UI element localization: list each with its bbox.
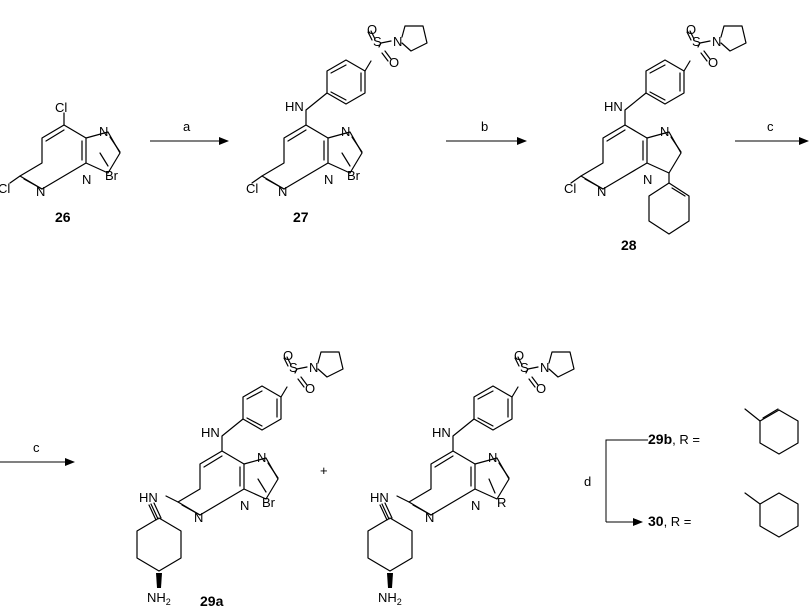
bond-cl-26	[9, 175, 21, 184]
atom-n1-27: N	[278, 184, 287, 199]
cyclohexyl-29b	[367, 502, 413, 589]
bracket-d	[605, 439, 648, 522]
atom-s-28: S	[692, 34, 701, 49]
atom-cl-6: Cl	[0, 181, 10, 196]
atom-o1-29a: O	[283, 348, 293, 363]
bond-nh-28	[624, 92, 647, 126]
atom-nb-29a: N	[240, 498, 249, 513]
label-27: 27	[293, 209, 309, 225]
atom-hn-29b: HN	[432, 425, 451, 440]
atom-br-29a: Br	[262, 495, 276, 510]
label-29a: 29a	[200, 593, 224, 609]
cyclohexene-db-28	[671, 187, 686, 197]
atom-npyr-29b: N	[540, 360, 549, 375]
atom-r-29b: R	[497, 495, 506, 510]
atom-nh-29b: HN	[370, 490, 389, 505]
cyclohexyl-29a	[136, 502, 182, 589]
cyclohexyl-substituent	[744, 492, 799, 538]
atom-n1: N	[36, 184, 45, 199]
atom-o1-27: O	[367, 22, 377, 37]
atom-s-29a: S	[289, 360, 298, 375]
atom-s-27: S	[373, 34, 382, 49]
bond-nh-29b	[452, 418, 475, 452]
atom-nh2-29b: NH2	[378, 590, 402, 607]
atom-o2-29a: O	[305, 381, 315, 396]
compound-28: HN Cl N N N S O O N 28	[564, 22, 747, 253]
bond-nh-c6-29b	[396, 495, 410, 503]
atom-npyr-28: N	[712, 34, 721, 49]
label-26: 26	[55, 209, 71, 225]
bond-br-29a	[257, 478, 267, 493]
cyclohexene-ring-28	[648, 182, 690, 235]
legend-29b: 29b, R =	[648, 431, 700, 447]
atom-n1-28: N	[597, 184, 606, 199]
atom-nb-28: N	[643, 172, 652, 187]
bond-nh-c6-29a	[165, 495, 179, 503]
bond-br-27	[341, 152, 351, 167]
bond-br-26	[99, 152, 109, 167]
atom-hn-29a: HN	[201, 425, 220, 440]
bond-r-29b	[488, 478, 496, 494]
legend-30: 30, R =	[648, 513, 691, 529]
reagent-c-bottom: c	[33, 440, 40, 455]
atom-o2-27: O	[389, 55, 399, 70]
compound-29a: HN HN N N N Br S O O N NH2 29a	[136, 348, 344, 609]
atom-nb-29b: N	[471, 498, 480, 513]
compound-27: HN Cl N N N Br S O O N 27	[246, 22, 428, 225]
atom-ni-28: N	[660, 124, 669, 139]
atom-s-29b: S	[520, 360, 529, 375]
atom-cl-8: Cl	[55, 100, 67, 115]
bond-nh-29a	[221, 418, 244, 452]
atom-br-27: Br	[347, 168, 361, 183]
atom-hn-27: HN	[285, 99, 304, 114]
compound-26: Cl Cl N N N Br 26	[0, 100, 121, 225]
atom-o1-28: O	[686, 22, 696, 37]
atom-nb-27: N	[324, 172, 333, 187]
reagent-d: d	[584, 474, 591, 489]
atom-nh2-29a: NH2	[147, 590, 171, 607]
bond-cl-27	[251, 175, 263, 184]
atom-ni-29b: N	[488, 450, 497, 465]
atom-cl-27: Cl	[246, 181, 258, 196]
atom-npyr-29a: N	[309, 360, 318, 375]
plus-sign: +	[320, 463, 328, 478]
atom-nh-29a: HN	[139, 490, 158, 505]
atom-o2-28: O	[708, 55, 718, 70]
atom-o1-29b: O	[514, 348, 524, 363]
atom-n-imidazole: N	[99, 124, 108, 139]
label-28: 28	[621, 237, 637, 253]
atom-cl-28: Cl	[564, 181, 576, 196]
atom-npyr-27: N	[393, 34, 402, 49]
atom-n1-29a: N	[194, 510, 203, 525]
bond-nh-27	[305, 92, 328, 126]
reagent-c-top: c	[767, 119, 774, 134]
atom-o2-29b: O	[536, 381, 546, 396]
atom-hn-28: HN	[604, 99, 623, 114]
compound-29b-30: HN HN N N N R S O O N NH2	[367, 348, 575, 607]
atom-ni-27: N	[341, 124, 350, 139]
cyclohexenyl-substituent	[744, 408, 799, 455]
atom-br: Br	[105, 168, 119, 183]
atom-n-bridge: N	[82, 172, 91, 187]
reagent-a: a	[183, 119, 191, 134]
reagent-b: b	[481, 119, 488, 134]
bond-cl-28	[570, 175, 582, 184]
atom-n1-29b: N	[425, 510, 434, 525]
atom-ni-29a: N	[257, 450, 266, 465]
